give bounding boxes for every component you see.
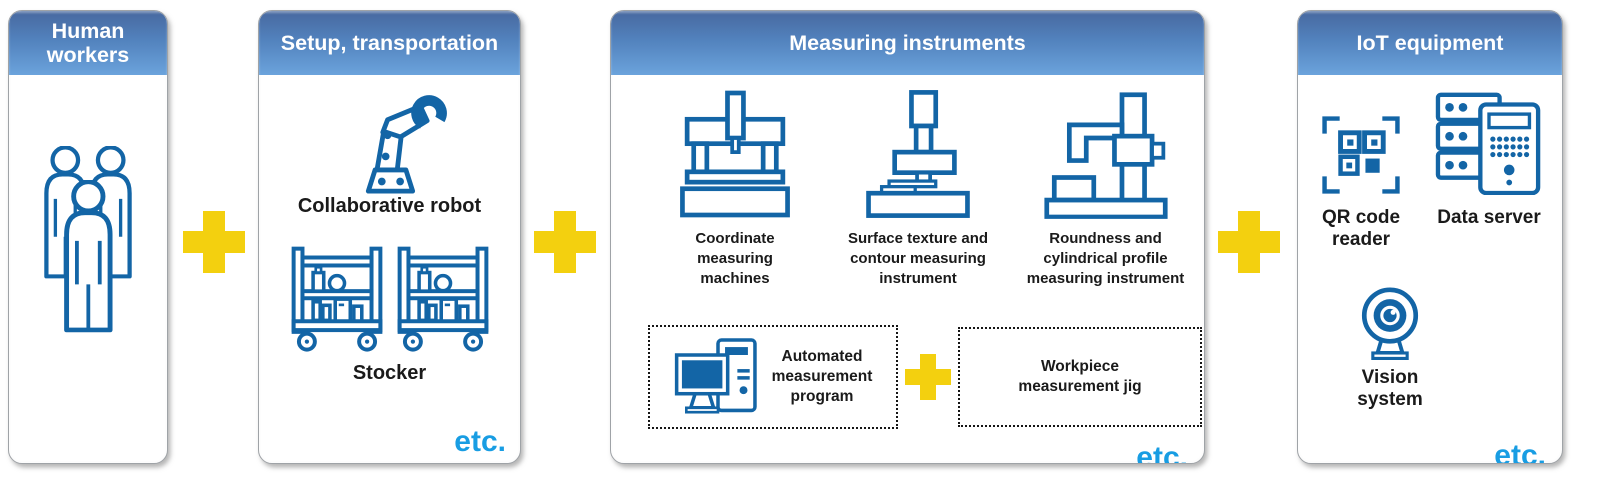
panel-setup-transportation: Setup, transportation Collaborative robo… [258,10,521,464]
roundness-instrument-icon [1043,89,1169,219]
vision-system-icon [1351,281,1429,361]
collaborative-robot-icon [325,87,455,195]
vision-system-label: Vision system [1357,366,1423,410]
instrument-cmm: Coordinate measuring machines [655,89,815,288]
workpiece-measurement-jig-label: Workpiece measurement jig [1018,357,1142,395]
instruments-row: Coordinate measuring machines Surface te… [611,89,1204,288]
collaborative-robot-label: Collaborative robot [297,195,482,217]
qr-code-reader: QR code reader [1309,91,1413,251]
panel-body-human-workers [9,75,167,464]
program-jig-row: Automated measurement program Workpiece … [648,325,1202,429]
vision-system: Vision system [1332,281,1448,411]
data-server-iconwrap [1435,91,1543,195]
iot-row-1: QR code reader Data server [1298,91,1562,251]
data-server-icon [1435,91,1543,195]
automated-measurement-program-label: Automated measurement program [771,347,873,406]
stocker-icons [289,246,491,354]
plus-icon [905,354,951,400]
cmm-label: Coordinate measuring machines [695,230,775,287]
panel-iot-equipment: IoT equipment QR code reader Data server [1297,10,1563,464]
plus-icon [1218,211,1280,273]
data-server: Data server [1427,91,1551,251]
instrument-roundness: Roundness and cylindrical profile measur… [1013,89,1198,288]
stocker-label: Stocker [352,362,427,384]
panel-measuring-instruments: Measuring instruments Coordinate measuri… [610,10,1205,464]
panel-body-setup-transportation: Collaborative robot Stocker etc. [259,75,520,463]
qr-code-reader-iconwrap [1321,91,1401,195]
human-workers-icon [36,143,140,339]
stocker-icon [289,246,385,354]
automated-measurement-program-icon [674,337,762,417]
surface-texture-instrument-icon [848,89,988,219]
etc-label: etc. [1136,441,1188,464]
etc-label: etc. [1494,439,1546,464]
surface-texture-label: Surface texture and contour measuring in… [847,230,989,287]
panel-title-setup-transportation: Setup, transportation [259,11,520,75]
panel-title-iot-equipment: IoT equipment [1298,11,1562,75]
data-server-label: Data server [1437,207,1541,228]
workpiece-measurement-jig-box: Workpiece measurement jig [958,327,1202,427]
qr-code-reader-icon [1321,115,1401,195]
automated-measurement-program-box: Automated measurement program [648,325,898,429]
instrument-surface-texture: Surface texture and contour measuring in… [823,89,1013,288]
roundness-label: Roundness and cylindrical profile measur… [1026,230,1185,287]
plus-icon [183,211,245,273]
panel-title-human-workers: Human workers [9,11,167,75]
qr-code-reader-label: QR code reader [1321,207,1401,250]
plus-icon [534,211,596,273]
panel-human-workers: Human workers [8,10,168,464]
panel-title-measuring-instruments: Measuring instruments [611,11,1204,75]
panel-body-measuring-instruments: Coordinate measuring machines Surface te… [611,89,1204,464]
coordinate-measuring-machine-icon [674,89,796,219]
panel-body-iot-equipment: QR code reader Data server Vision system… [1298,91,1562,464]
etc-label: etc. [454,425,506,458]
stocker-icon [395,246,491,354]
